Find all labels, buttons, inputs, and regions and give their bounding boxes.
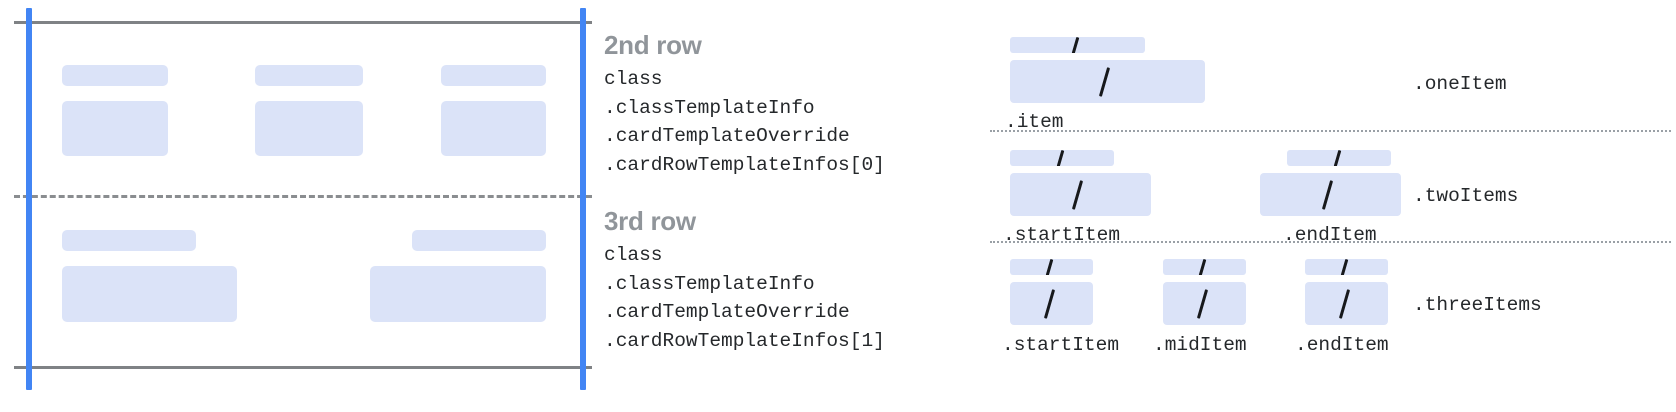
item-small-bar	[1163, 259, 1246, 275]
code-line: .cardRowTemplateInfos[1]	[604, 329, 885, 352]
item-label: .item	[1005, 111, 1064, 133]
placeholder-body-bar	[370, 266, 546, 322]
row-description-3rd: 3rd row class .classTemplateInfo .cardTe…	[604, 204, 964, 355]
code-line: class	[604, 68, 663, 90]
item-small-bar	[1010, 37, 1145, 53]
row-item-variants: .item .oneItem .startItem	[985, 0, 1676, 412]
variant-three-items: .startItem .midItem .endItem .threeItems	[985, 246, 1676, 356]
slash-icon	[1196, 289, 1209, 319]
placeholder-label-bar	[62, 65, 168, 86]
item-column	[1010, 138, 1151, 216]
item-column	[1010, 24, 1205, 103]
item-label: .startItem	[1002, 334, 1120, 356]
slash-icon	[1198, 259, 1207, 275]
placeholder-label-bar	[62, 230, 196, 251]
row-divider-dashed	[14, 195, 592, 198]
variant-two-items: .startItem .endItem .twoItems	[985, 138, 1676, 246]
code-line: .cardRowTemplateInfos[0]	[604, 153, 885, 176]
item-label: .startItem	[1003, 224, 1121, 246]
item-small-bar	[1305, 259, 1388, 275]
row-rule-top	[14, 21, 592, 24]
item-big-bar	[1010, 282, 1093, 325]
placeholder-body-bar	[255, 101, 363, 156]
variant-separator	[990, 130, 1671, 132]
item-column	[1010, 246, 1093, 325]
code-line: .classTemplateInfo	[604, 96, 815, 119]
start-guide-line	[26, 8, 32, 390]
slash-icon	[1071, 37, 1080, 53]
slash-icon	[1098, 67, 1111, 97]
row-rule-bottom	[14, 366, 592, 369]
variant-one-item: .item .oneItem	[985, 24, 1676, 133]
item-big-bar	[1305, 282, 1388, 325]
placeholder-label-bar	[255, 65, 363, 86]
end-guide-line	[580, 8, 586, 390]
item-column	[1260, 138, 1401, 216]
slash-icon	[1340, 259, 1349, 275]
item-big-bar	[1163, 282, 1246, 325]
slash-icon	[1043, 289, 1056, 319]
row-description-2nd: 2nd row class .classTemplateInfo .cardTe…	[604, 28, 964, 179]
variant-separator	[990, 241, 1671, 243]
item-column	[1163, 246, 1246, 325]
page-title: 2nd row	[604, 30, 702, 60]
item-big-bar	[1010, 173, 1151, 216]
placeholder-body-bar	[62, 101, 168, 156]
item-small-bar	[1010, 150, 1114, 166]
slash-icon	[1071, 180, 1084, 210]
item-small-bar	[1287, 150, 1391, 166]
slash-icon	[1045, 259, 1054, 275]
placeholder-body-bar	[441, 101, 546, 156]
card-row-preview	[0, 0, 592, 412]
item-label: .endItem	[1283, 224, 1377, 246]
variant-label: .threeItems	[1413, 294, 1542, 316]
item-label: .midItem	[1153, 334, 1247, 356]
slash-icon	[1338, 289, 1351, 319]
variant-label: .oneItem	[1413, 73, 1507, 95]
slash-icon	[1333, 150, 1342, 166]
code-line: class	[604, 244, 663, 266]
placeholder-body-bar	[62, 266, 237, 322]
placeholder-label-bar	[441, 65, 546, 86]
item-small-bar	[1010, 259, 1093, 275]
slash-icon	[1056, 150, 1065, 166]
code-line: .classTemplateInfo	[604, 272, 815, 295]
page-title: 3rd row	[604, 206, 696, 236]
item-big-bar	[1260, 173, 1401, 216]
variant-label: .twoItems	[1413, 185, 1519, 207]
item-label: .endItem	[1295, 334, 1389, 356]
code-line: .cardTemplateOverride	[604, 301, 850, 323]
code-line: .cardTemplateOverride	[604, 125, 850, 147]
item-big-bar	[1010, 60, 1205, 103]
placeholder-label-bar	[412, 230, 546, 251]
slash-icon	[1321, 180, 1334, 210]
item-column	[1305, 246, 1388, 325]
